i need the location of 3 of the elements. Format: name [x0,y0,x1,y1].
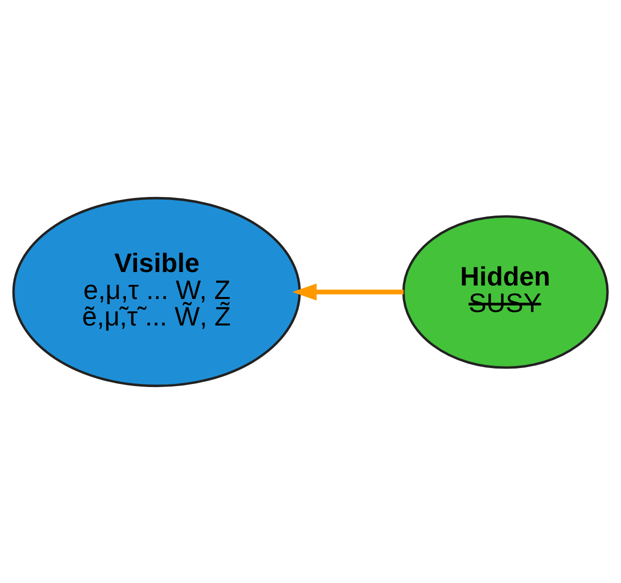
node-ellipse: Hidden SUSY [402,214,609,368]
arrow [292,283,404,300]
node-ellipse: Visible e,μ,τ ... W, Z ẽ,μ̃,τ̃ ... W̃, Z̃ [12,196,301,387]
